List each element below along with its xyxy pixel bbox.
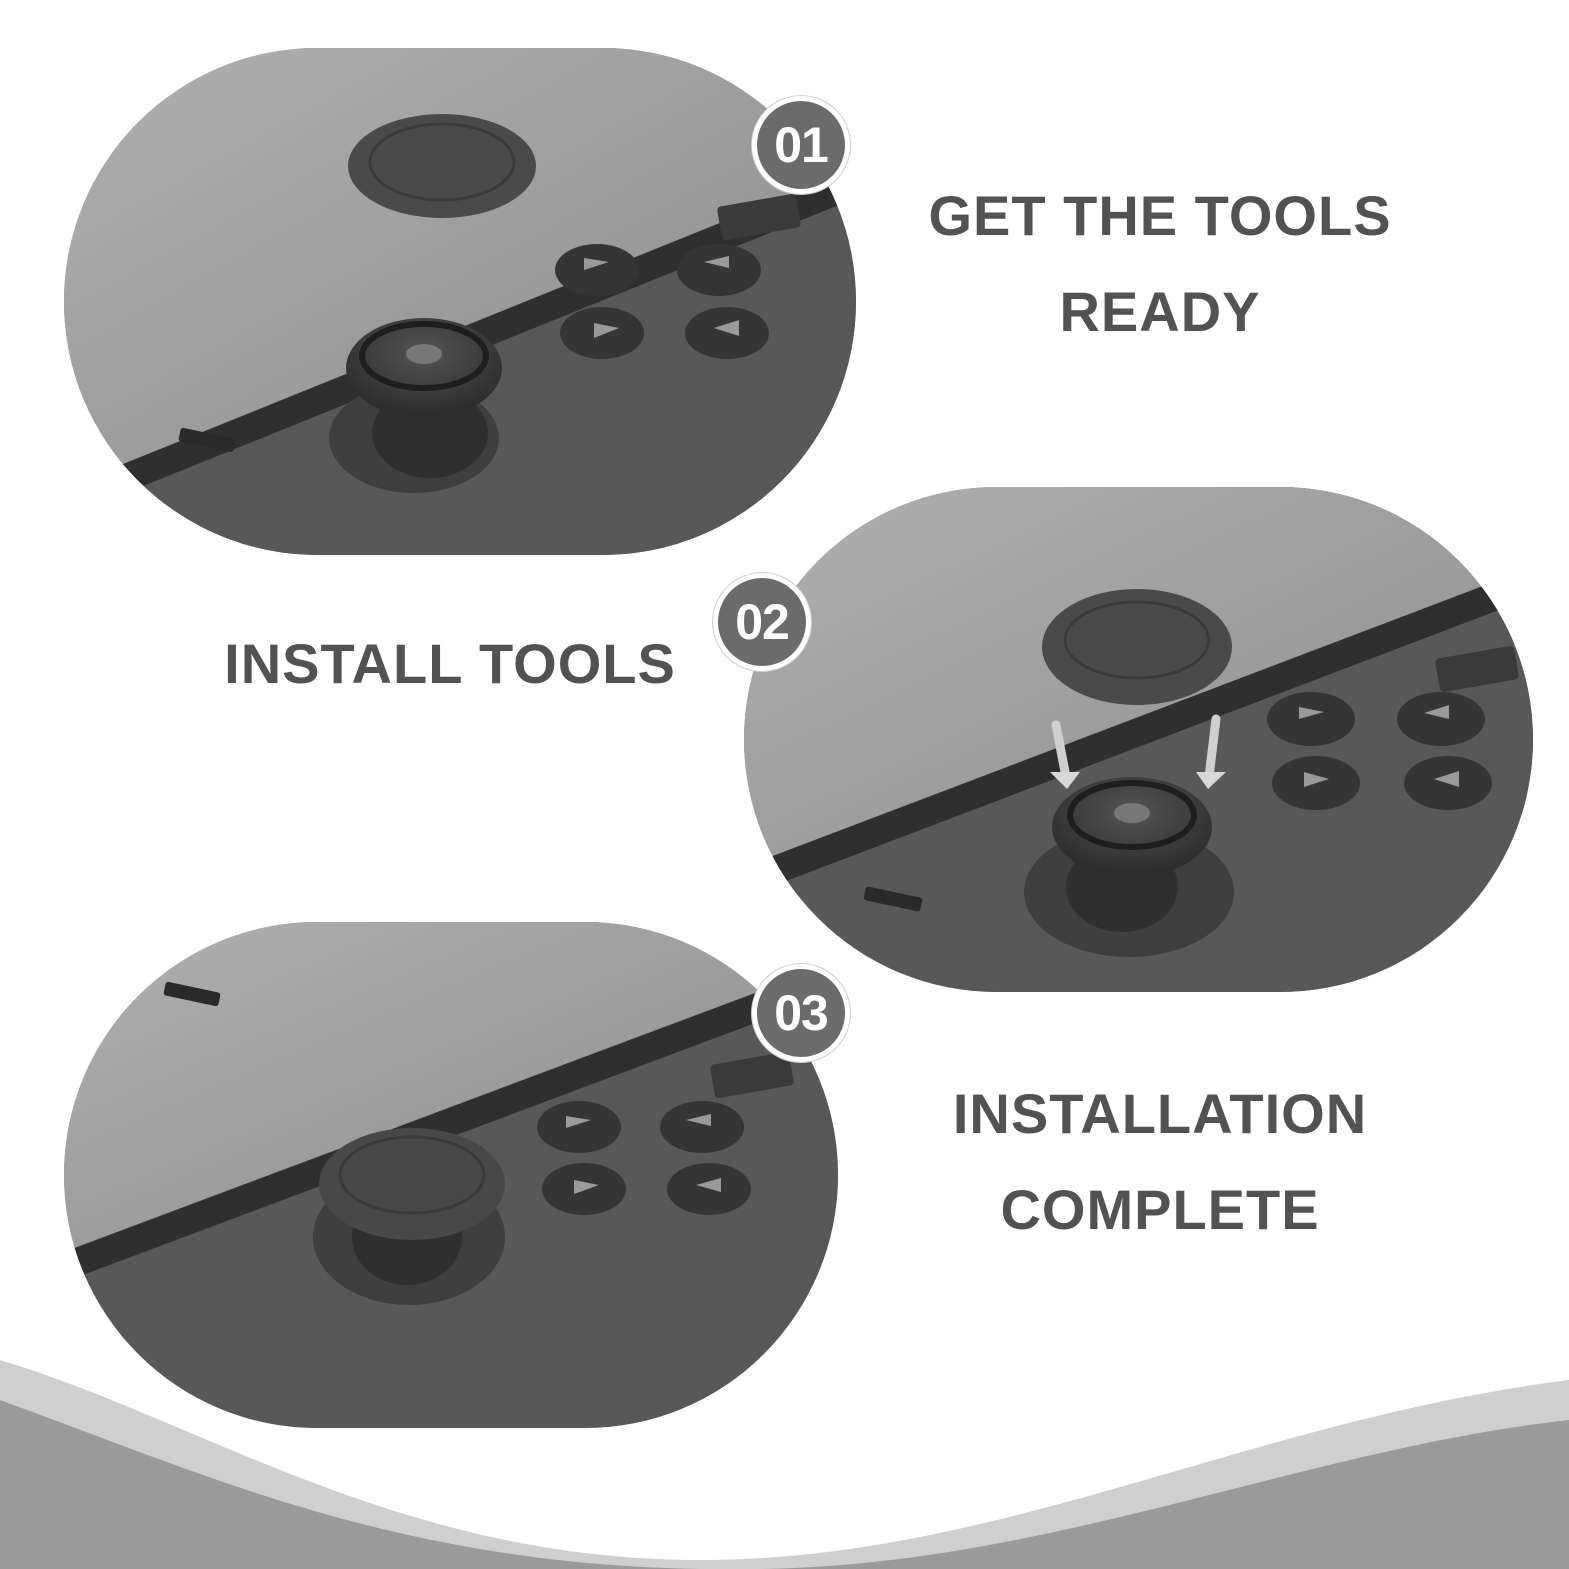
controller-illustration-1: [64, 48, 856, 555]
thumbstick-cap: [1052, 777, 1212, 877]
caption-line: INSTALL TOOLS: [224, 632, 676, 695]
minus-button: [163, 981, 221, 1007]
minus-button: [178, 427, 236, 453]
thumbstick-cap: [346, 318, 502, 418]
step-2-image: [744, 487, 1533, 992]
step-1-caption: GET THE TOOLS READY: [920, 168, 1400, 360]
decorative-wave: [0, 1360, 1569, 1569]
step-1-image: [64, 48, 856, 555]
capture-button: [717, 193, 801, 241]
thumb-grip-cap: [348, 114, 536, 218]
thumb-grip-cap: [319, 1128, 505, 1240]
step-number-badge: 03: [752, 964, 850, 1062]
caption-line: READY: [1059, 280, 1261, 343]
capture-button: [710, 1051, 794, 1099]
arrow-icon: [1051, 714, 1221, 782]
face-buttons: [537, 1101, 751, 1215]
controller-illustration-3: [64, 922, 838, 1428]
capture-button: [1435, 645, 1519, 693]
step-number-badge: 01: [752, 96, 850, 194]
thumb-grip-cap: [1042, 589, 1232, 705]
minus-button: [863, 886, 923, 912]
step-2-caption: INSTALL TOOLS: [220, 616, 680, 712]
caption-line: INSTALLATION: [952, 1082, 1368, 1145]
step-3-image: [64, 922, 838, 1428]
caption-line: COMPLETE: [1000, 1178, 1320, 1241]
controller-illustration-2: [744, 487, 1533, 992]
step-number-badge: 02: [713, 573, 811, 671]
step-3-caption: INSTALLATION COMPLETE: [930, 1066, 1390, 1258]
caption-line: GET THE TOOLS: [928, 184, 1392, 247]
